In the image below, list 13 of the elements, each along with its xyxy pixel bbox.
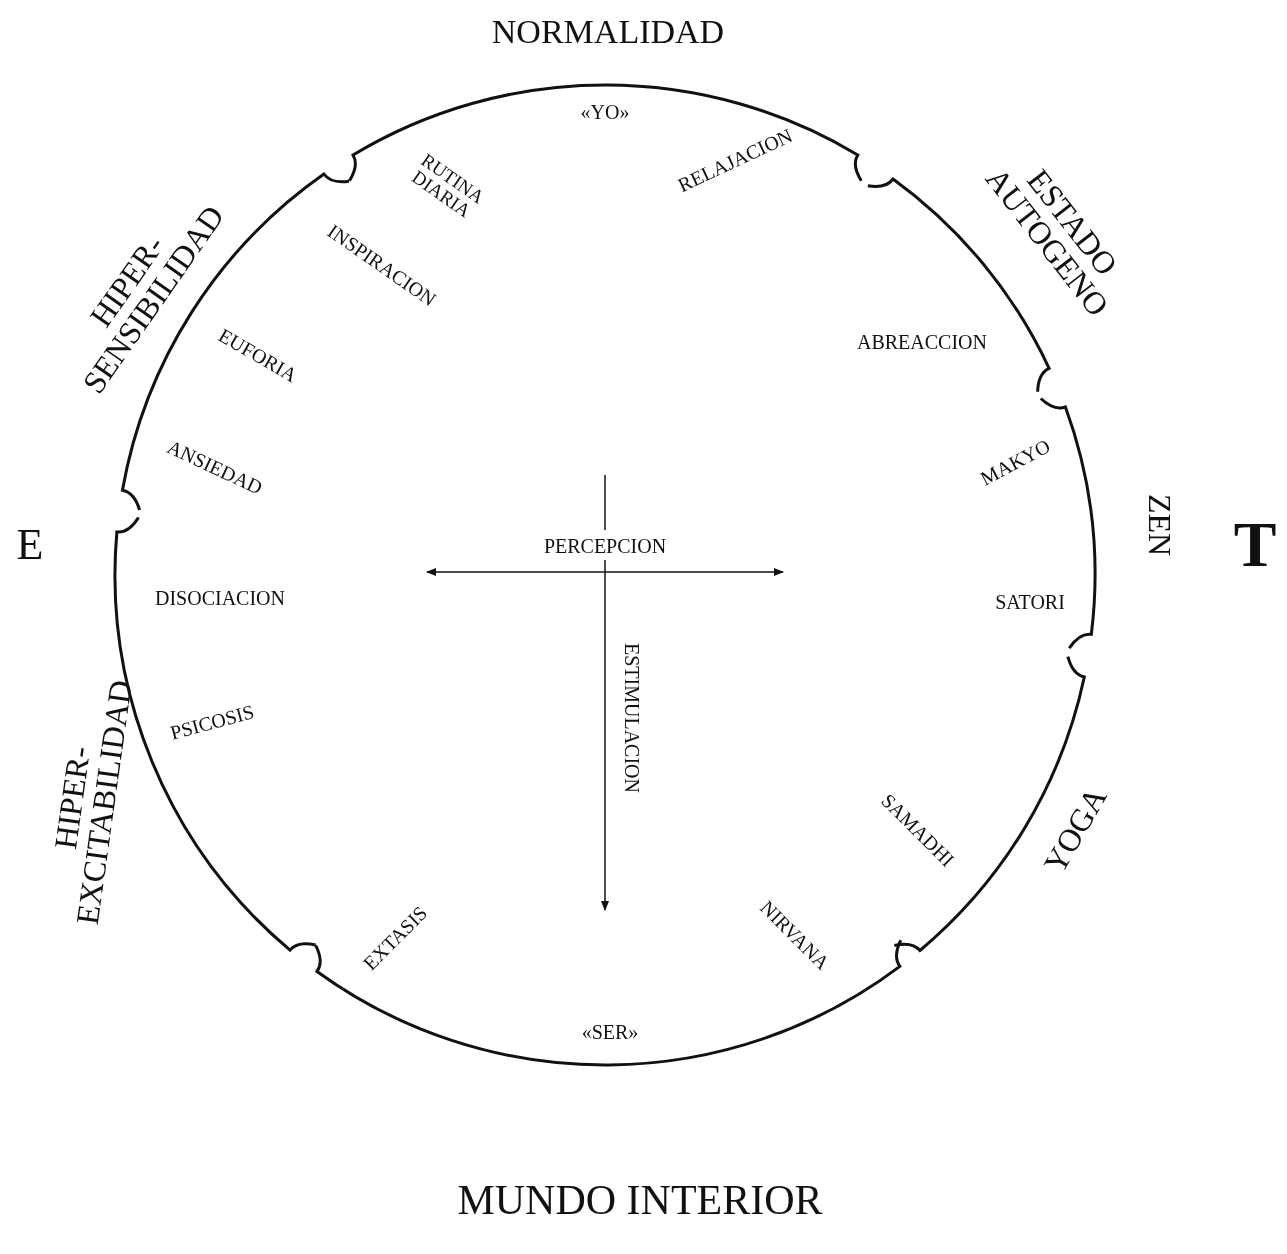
axis-label: PERCEPCION	[543, 536, 667, 556]
state-label: SATORI	[995, 592, 1065, 612]
side-letter: E	[16, 523, 44, 567]
caption: MUNDO INTERIOR	[457, 1179, 823, 1221]
segment-title: ZEN	[1144, 493, 1176, 557]
state-label: «SER»	[581, 1022, 639, 1042]
state-label: ABREACCION	[857, 332, 987, 352]
segment-title: HIPER-EXCITABILIDAD	[46, 676, 137, 927]
axis-label: ESTIMULACION	[622, 643, 642, 793]
side-letter: T	[1233, 513, 1277, 577]
state-label: «YO»	[580, 102, 630, 122]
segment-title: NORMALIDAD	[491, 15, 725, 49]
state-label: DISOCIACION	[155, 588, 285, 608]
